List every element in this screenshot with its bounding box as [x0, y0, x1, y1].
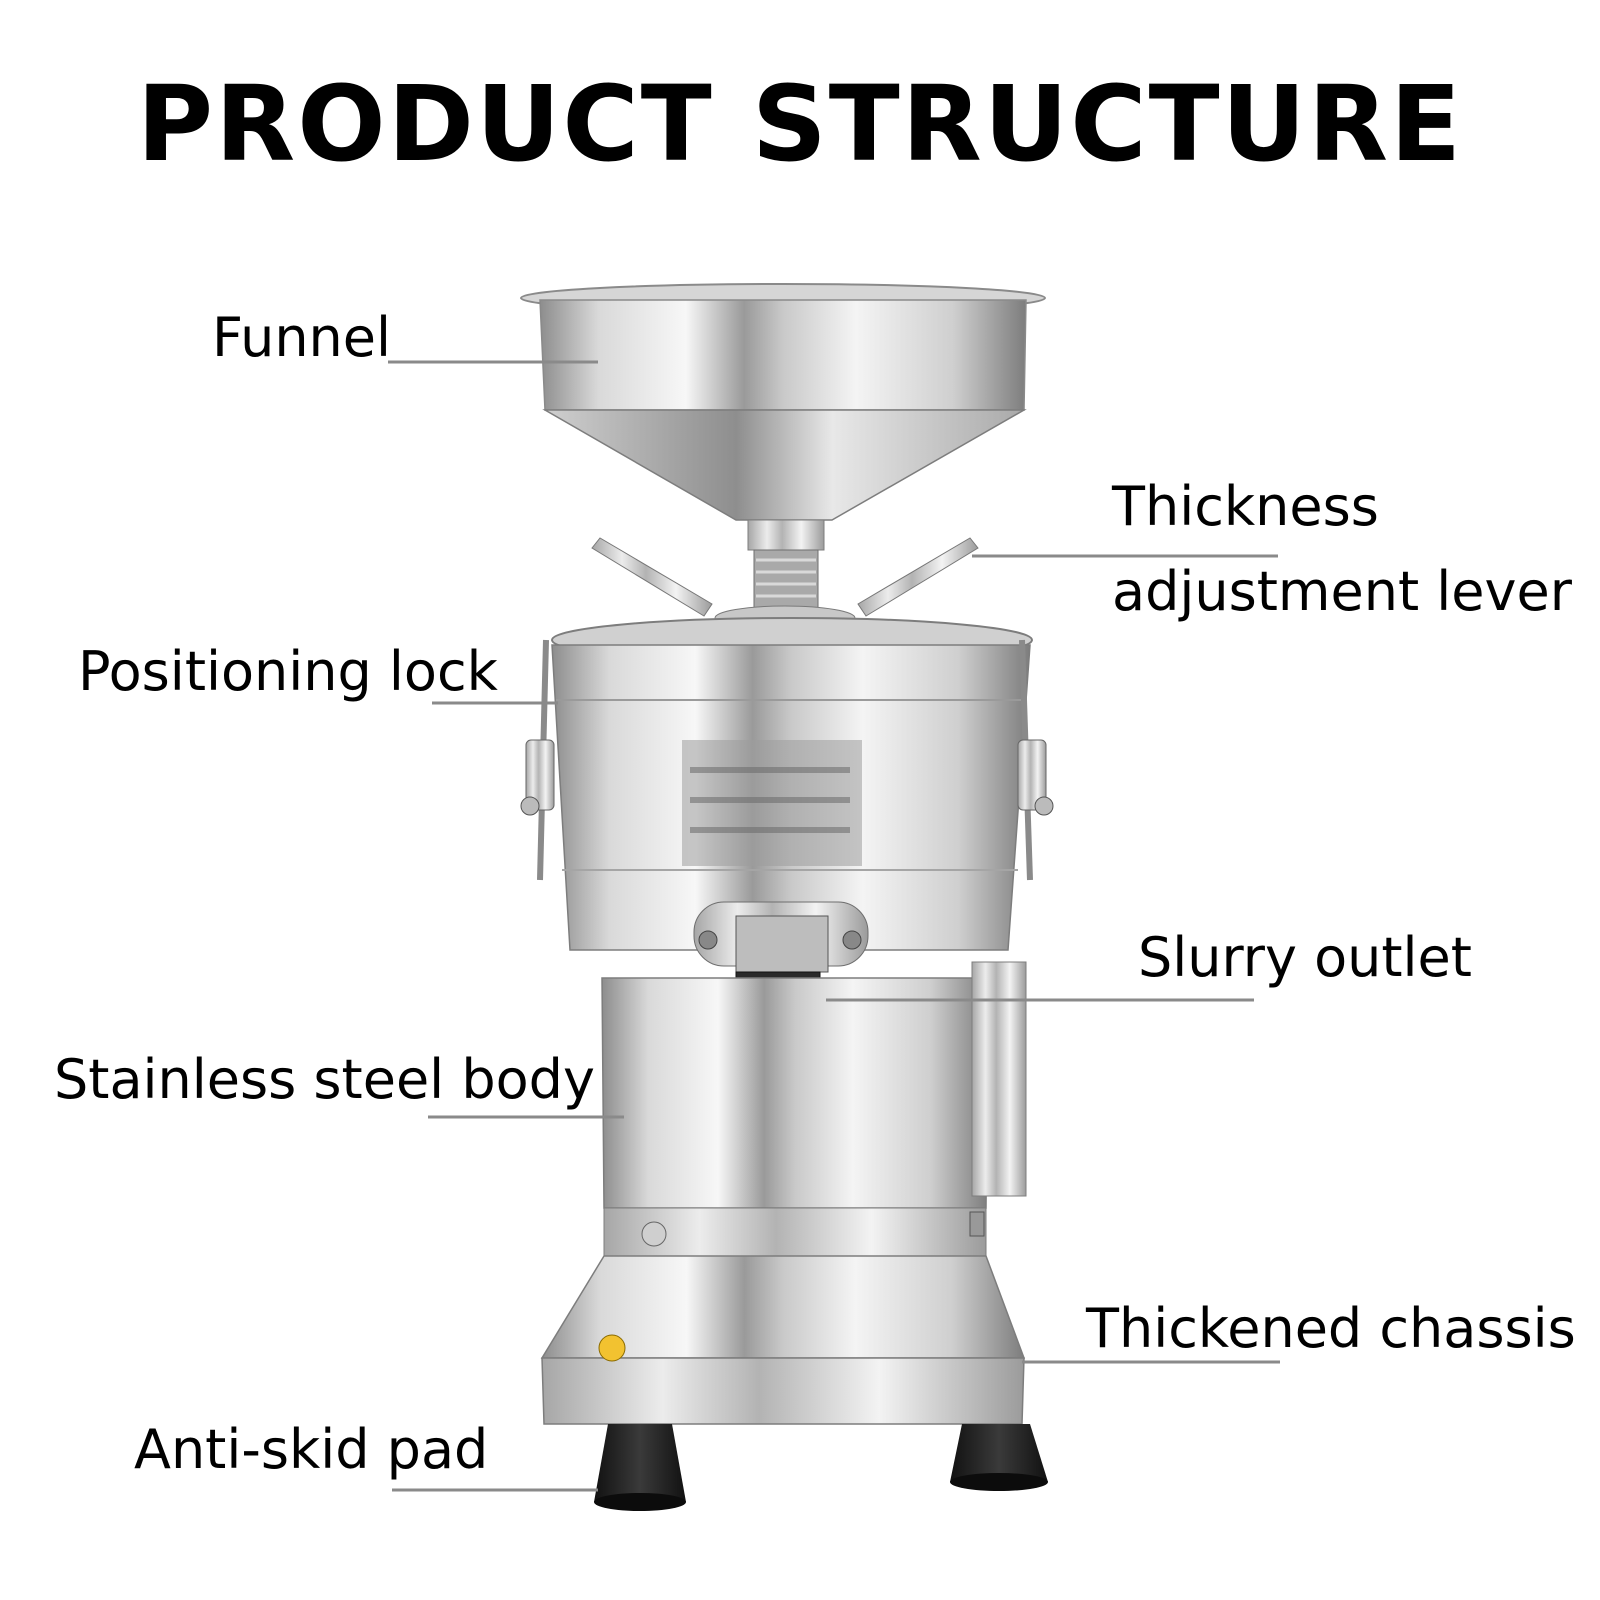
label-anti-skid-pad: Anti-skid pad: [134, 1418, 489, 1481]
chassis-part: [540, 1255, 1026, 1425]
anti-skid-pads: [594, 1424, 1048, 1511]
label-stainless-body: Stainless steel body: [54, 1048, 595, 1111]
diagram-title: PRODUCT STRUCTURE: [136, 63, 1464, 185]
positioning-locks: [520, 639, 1054, 881]
label-thickened-chassis: Thickened chassis: [1086, 1297, 1576, 1360]
grinding-chamber: [551, 617, 1033, 951]
funnel-part: [520, 283, 1046, 613]
label-thickness-line1: Thickness: [1112, 475, 1379, 538]
stainless-body-part: [601, 961, 1027, 1257]
label-positioning-lock: Positioning lock: [78, 640, 498, 703]
label-thickness-line2: adjustment lever: [1112, 560, 1572, 623]
label-slurry-outlet: Slurry outlet: [1138, 926, 1472, 989]
label-funnel: Funnel: [212, 306, 392, 369]
